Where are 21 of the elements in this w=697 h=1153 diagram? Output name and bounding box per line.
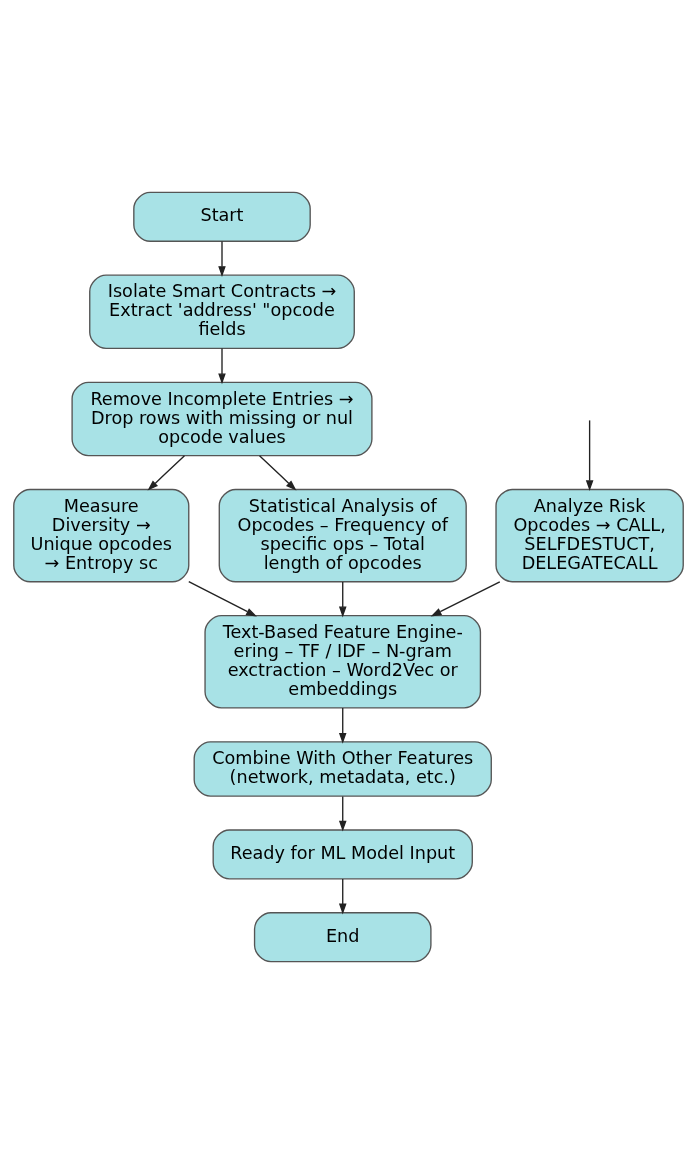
arrow: [585, 419, 594, 491]
arrow: [147, 454, 186, 491]
arrow: [188, 580, 257, 617]
arrow: [338, 795, 347, 832]
node-box: Statistical Analysis of Opcodes – Frequency of specific ops – Total length of opcodes: [218, 488, 467, 582]
arrow: [218, 240, 226, 277]
node-box: Isolate Smart Contracts → Extract 'address' "opcode fields: [89, 274, 355, 349]
node-box: Remove Incomplete Entries → Drop rows with missing or nul opcode values: [71, 381, 373, 456]
node-box: Ready for ML Model Input: [212, 828, 473, 879]
arrow: [338, 877, 347, 914]
node-box: Combine With Other Features (network, metadata, etc.): [193, 740, 492, 797]
node-box: Text-Based Feature Engine-ering – TF / IDF – N-gram exctraction – Word2Vec or embeddings: [204, 614, 482, 709]
node-box: Analyze Risk Opcodes → CALL, SELFDESTUCT, DELEGATECALL: [495, 488, 684, 582]
arrow: [258, 454, 297, 491]
arrow: [218, 347, 226, 384]
node-box: End: [253, 911, 432, 962]
arrow: [430, 580, 501, 616]
node-box: Start: [133, 191, 311, 242]
node-box: Measure Diversity → Unique opcodes → Entropy sc: [13, 488, 190, 582]
arrow: [338, 580, 347, 617]
arrow: [338, 706, 347, 744]
